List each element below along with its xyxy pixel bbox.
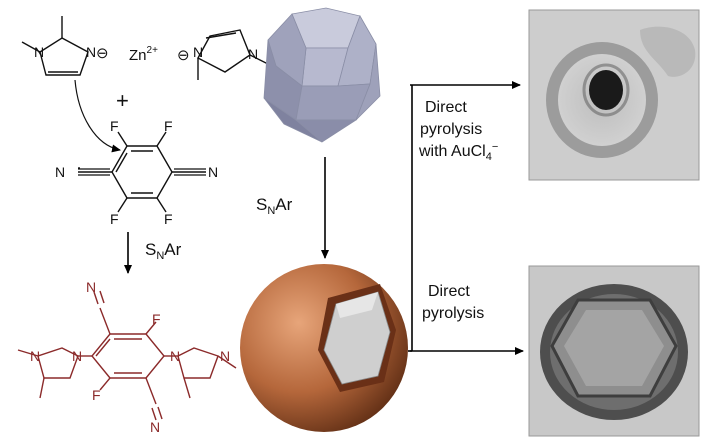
snar-label-center: SNAr xyxy=(256,195,293,217)
product-n-4: N xyxy=(72,348,82,364)
plus-sign: + xyxy=(116,88,129,113)
attack-arrow xyxy=(74,79,121,153)
n-label-2: N xyxy=(86,44,96,60)
imidazolate-right xyxy=(197,29,273,80)
imidazolate-left xyxy=(21,16,89,76)
zif-crystal xyxy=(263,7,381,143)
route-top-label: Direct pyrolysis xyxy=(420,99,482,138)
route-top-line3: with AuCl4− xyxy=(418,141,498,163)
product-n-6: N xyxy=(220,348,230,364)
product-f-2: F xyxy=(92,387,101,403)
anion-charge-right: ⊖ xyxy=(177,47,190,64)
tem-image-bottom xyxy=(528,265,700,437)
anion-charge-left: ⊖ xyxy=(96,45,109,62)
hollow-sphere xyxy=(240,264,408,432)
f-label-2: F xyxy=(164,118,173,134)
product-n-1: N xyxy=(86,279,96,295)
nitrile-n-right: N xyxy=(208,164,218,180)
snar-label-left: SNAr xyxy=(145,240,182,262)
nitrile-n-left: N xyxy=(55,164,65,180)
n-label-3: N xyxy=(193,44,203,60)
product-n-2: N xyxy=(150,419,160,435)
f-label-4: F xyxy=(164,211,173,227)
f-label-1: F xyxy=(110,118,119,134)
zn-cation: Zn2+ xyxy=(129,45,158,64)
tem-image-top xyxy=(528,9,700,181)
n-label-4: N xyxy=(248,46,258,62)
product-n-5: N xyxy=(170,348,180,364)
nitrile-lines xyxy=(78,168,206,176)
route-bottom-label: Direct pyrolysis xyxy=(422,283,484,322)
n-label-1: N xyxy=(34,44,44,60)
f-label-3: F xyxy=(110,211,119,227)
product-molecule xyxy=(17,290,237,421)
product-n-3: N xyxy=(30,348,40,364)
inner-core-highlight xyxy=(336,292,378,318)
product-f-1: F xyxy=(152,311,161,327)
tfpn-molecule xyxy=(78,131,206,213)
